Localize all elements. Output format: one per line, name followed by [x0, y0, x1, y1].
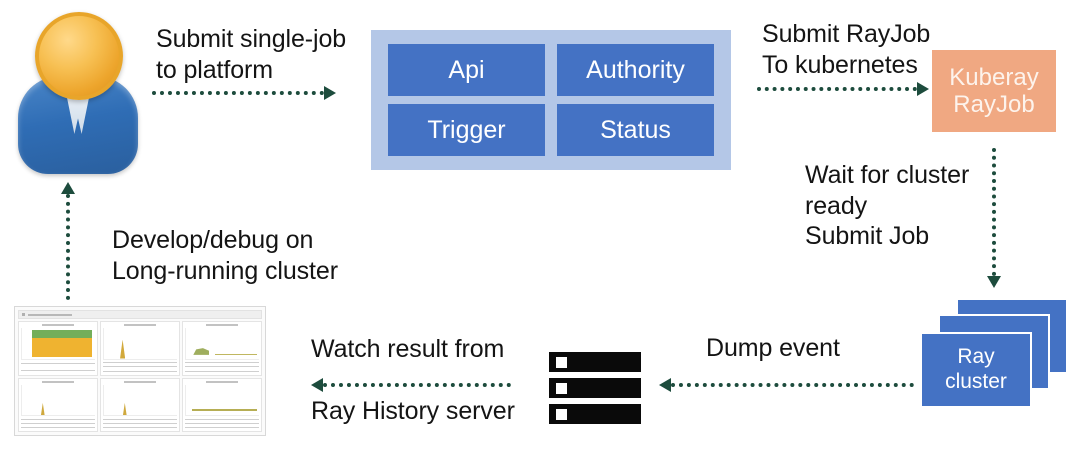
legend-row — [21, 369, 95, 371]
panel-plot — [21, 328, 95, 360]
dashboard-panel — [18, 377, 98, 432]
legend-row — [103, 427, 177, 429]
arrow-history-server-to-dashboard — [311, 378, 511, 392]
plot-series-green — [32, 330, 93, 339]
panel-plot — [21, 384, 95, 416]
arrow-shaft — [323, 383, 511, 387]
server-rack-icon — [549, 352, 641, 424]
panel-legend — [185, 361, 259, 374]
server-unit — [549, 378, 641, 398]
plot-series-spike — [120, 339, 126, 359]
arrow-shaft — [757, 87, 917, 91]
platform-cell-status[interactable]: Status — [557, 104, 714, 156]
arrow-shaft — [992, 148, 996, 276]
platform-cell-api[interactable]: Api — [388, 44, 545, 96]
dashboard-panel — [18, 321, 98, 376]
dashboard-panel — [100, 321, 180, 376]
server-led-icon — [556, 356, 567, 368]
platform-box: Api Authority Trigger Status — [371, 30, 731, 170]
legend-row — [185, 370, 259, 372]
legend-row — [103, 366, 177, 368]
panel-legend — [103, 361, 177, 374]
arrow-ray-cluster-to-history-server — [659, 378, 914, 392]
panel-plot — [185, 328, 259, 360]
panel-title-placeholder — [123, 324, 157, 326]
plot-series-hump — [193, 348, 210, 355]
arrow-head-right — [917, 82, 929, 96]
dashboard-thumbnail[interactable] — [14, 306, 266, 436]
edge-label-dump-event: Dump event — [706, 334, 840, 362]
avatar-head-shape — [35, 12, 123, 100]
legend-row — [103, 362, 177, 364]
panel-legend — [21, 417, 95, 430]
plot-series-spike — [122, 402, 127, 415]
arrow-user-to-platform — [152, 86, 336, 100]
legend-row — [21, 422, 95, 424]
legend-row — [185, 362, 259, 364]
server-led-icon — [556, 408, 567, 420]
kuberay-rayjob-box[interactable]: Kuberay RayJob — [932, 50, 1056, 132]
legend-row — [21, 418, 95, 420]
server-unit — [549, 404, 641, 424]
dashboard-title-placeholder — [28, 313, 72, 316]
platform-cell-authority[interactable]: Authority — [557, 44, 714, 96]
panel-plot — [103, 384, 177, 416]
panel-legend — [103, 417, 177, 430]
dashboard-panel — [100, 377, 180, 432]
dashboard-collapse-icon — [22, 313, 25, 316]
ray-cluster-stack[interactable]: Ray cluster — [918, 298, 1073, 416]
legend-row — [185, 418, 259, 420]
panel-title-placeholder — [123, 380, 157, 383]
arrow-head-left — [659, 378, 671, 392]
legend-row — [185, 427, 259, 429]
panel-plot — [185, 384, 259, 416]
panel-legend — [21, 361, 95, 374]
ray-cluster-card-front: Ray cluster — [920, 332, 1032, 408]
legend-row — [103, 418, 177, 420]
server-led-icon — [556, 382, 567, 394]
arrow-platform-to-kuberay — [757, 82, 929, 96]
arrow-dashboard-to-user — [61, 182, 75, 300]
arrow-shaft — [671, 383, 914, 387]
panel-title-placeholder — [205, 380, 239, 383]
legend-row — [103, 422, 177, 424]
edge-label-watch-result-bottom: Ray History server — [311, 397, 515, 425]
arrow-kuberay-to-ray-cluster — [987, 148, 1001, 288]
panel-title-placeholder — [41, 380, 75, 383]
dashboard-panel — [182, 321, 262, 376]
arrow-shaft — [152, 91, 324, 95]
legend-row — [185, 422, 259, 424]
edge-label-submit-rayjob: Submit RayJob To kubernetes — [762, 20, 931, 79]
plot-series-flat — [215, 353, 257, 356]
panel-title-placeholder — [41, 324, 75, 326]
platform-cell-trigger[interactable]: Trigger — [388, 104, 545, 156]
legend-row — [21, 363, 95, 365]
arrow-head-up — [61, 182, 75, 194]
plot-series-spike — [40, 402, 45, 415]
plot-series-amber — [32, 338, 93, 358]
dashboard-panel-grid — [18, 321, 262, 432]
edge-label-wait-for-cluster: Wait for cluster ready Submit Job — [805, 161, 970, 250]
dashboard-panel — [182, 377, 262, 432]
edge-label-watch-result-top: Watch result from — [311, 335, 505, 363]
arrow-head-left — [311, 378, 323, 392]
panel-plot — [103, 328, 177, 360]
server-unit — [549, 352, 641, 372]
plot-series-flat — [191, 408, 257, 412]
arrow-head-down — [987, 276, 1001, 288]
edge-label-submit-single-job: Submit single-job to platform — [156, 25, 347, 84]
user-avatar-icon — [8, 8, 148, 176]
edge-label-develop-debug: Develop/debug on Long-running cluster — [112, 226, 338, 285]
panel-legend — [185, 417, 259, 430]
legend-row — [103, 370, 177, 372]
panel-title-placeholder — [205, 324, 239, 326]
arrow-head-right — [324, 86, 336, 100]
legend-row — [21, 427, 95, 429]
dashboard-header-bar — [18, 310, 262, 319]
arrow-shaft — [66, 194, 70, 300]
legend-row — [185, 366, 259, 368]
